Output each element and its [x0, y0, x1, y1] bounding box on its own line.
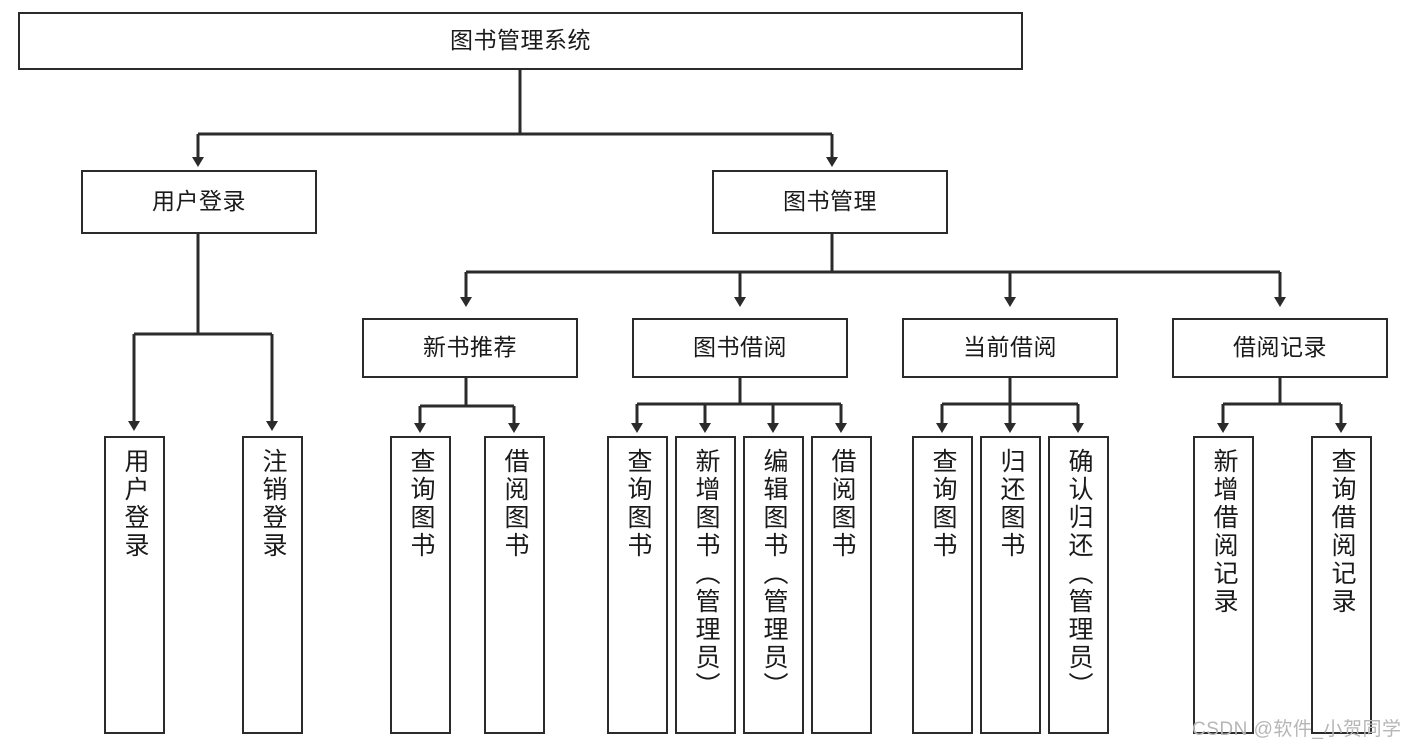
node-current-borrow[interactable]: 当前借阅 [902, 318, 1118, 378]
leaf-borrow-query-book[interactable]: 查询图书 [607, 436, 668, 734]
leaf-borrow-borrow-book[interactable]: 借阅图书 [811, 436, 872, 734]
node-label: 查询图书 [929, 448, 957, 560]
leaf-record-query-record[interactable]: 查询借阅记录 [1311, 436, 1372, 734]
node-label: 借阅记录 [1233, 334, 1327, 361]
node-label: 图书管理 [783, 188, 877, 215]
node-book-borrow[interactable]: 图书借阅 [632, 318, 848, 378]
leaf-user-login-signin[interactable]: 用户登录 [104, 436, 165, 734]
leaf-borrow-edit-book-admin[interactable]: 编辑图书（管理员） [743, 436, 804, 734]
node-new-book-recommend[interactable]: 新书推荐 [362, 318, 578, 378]
node-label: 注销登录 [259, 448, 287, 560]
node-label: 当前借阅 [963, 334, 1057, 361]
leaf-recommend-borrow-book[interactable]: 借阅图书 [484, 436, 545, 734]
node-label: 查询图书 [624, 448, 652, 560]
leaf-recommend-query-book[interactable]: 查询图书 [390, 436, 451, 734]
leaf-current-confirm-return-admin[interactable]: 确认归还（管理员） [1048, 436, 1109, 734]
node-label: 借阅图书 [828, 448, 856, 560]
node-label: 新书推荐 [423, 334, 517, 361]
leaf-user-login-signout[interactable]: 注销登录 [242, 436, 303, 734]
node-label: 图书借阅 [693, 334, 787, 361]
node-label: 查询借阅记录 [1328, 448, 1356, 616]
leaf-current-return-book[interactable]: 归还图书 [980, 436, 1041, 734]
leaf-record-add-record[interactable]: 新增借阅记录 [1193, 436, 1254, 734]
node-user-login[interactable]: 用户登录 [81, 170, 317, 234]
watermark-text: CSDN @软件_小贺同学 [1192, 719, 1402, 740]
node-book-management[interactable]: 图书管理 [712, 170, 948, 234]
node-label: 用户登录 [121, 448, 149, 560]
leaf-borrow-add-book-admin[interactable]: 新增图书（管理员） [675, 436, 736, 734]
node-label: 用户登录 [152, 188, 246, 215]
node-label: 图书管理系统 [450, 27, 591, 54]
node-label: 借阅图书 [501, 448, 529, 560]
node-root-system[interactable]: 图书管理系统 [18, 12, 1023, 70]
node-label: 编辑图书（管理员） [760, 448, 788, 700]
node-label: 新增借阅记录 [1210, 448, 1238, 616]
node-label: 确认归还（管理员） [1065, 448, 1093, 700]
node-label: 新增图书（管理员） [692, 448, 720, 700]
node-label: 归还图书 [997, 448, 1025, 560]
leaf-current-query-book[interactable]: 查询图书 [912, 436, 973, 734]
node-borrow-record[interactable]: 借阅记录 [1172, 318, 1388, 378]
node-label: 查询图书 [407, 448, 435, 560]
